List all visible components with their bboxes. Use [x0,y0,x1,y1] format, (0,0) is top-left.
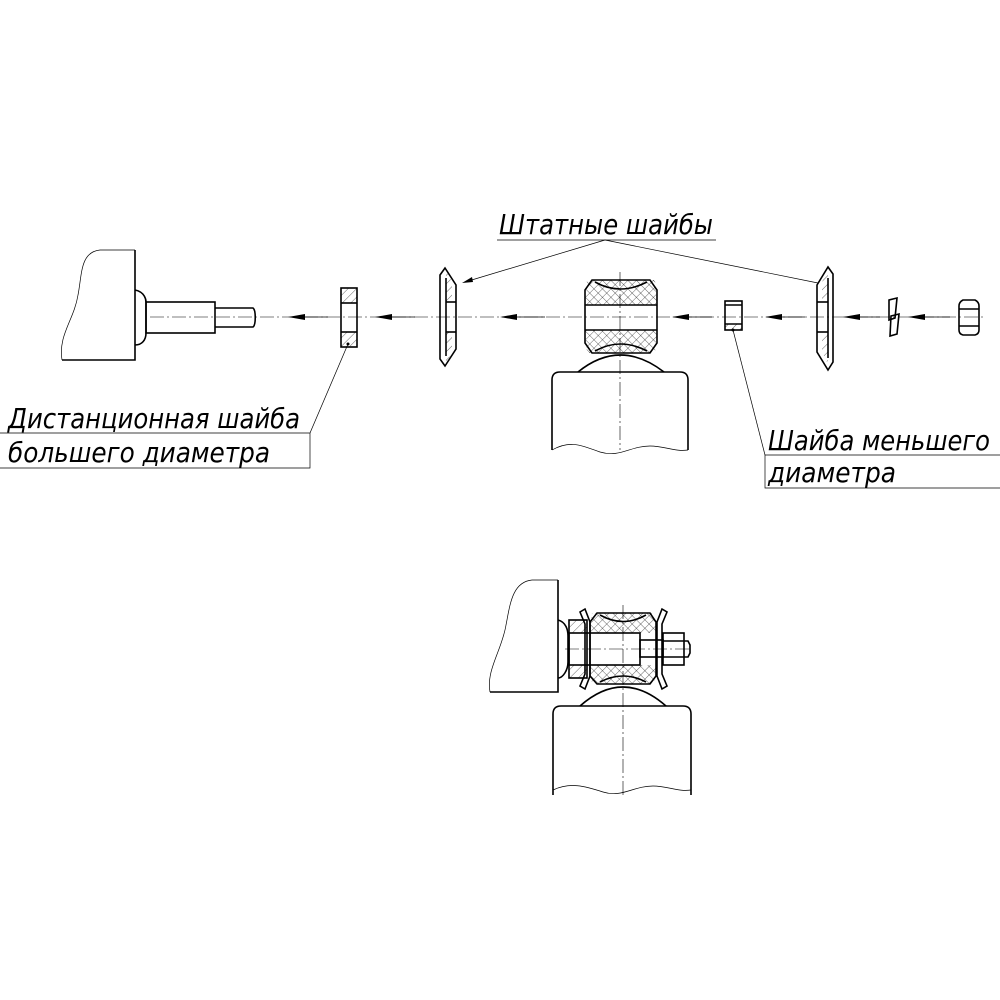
label-text-line2: диаметра [767,456,896,489]
label-text-line1: Шайба меньшего [768,424,990,457]
spacer-washer-large [340,287,358,348]
small-washer [724,300,743,331]
label-text-line1: Дистанционная шайба [6,402,300,435]
bracket-with-stud [61,249,257,361]
label-standard-washers: Штатные шайбы [462,208,819,284]
label-spacer-washer: Дистанционная шайба большего диаметра [0,342,350,469]
assembled-view [489,579,692,795]
lower-block [551,354,689,454]
rubber-bushing [584,279,658,354]
assembly-arrows [288,314,950,320]
label-small-washer: Шайба меньшего диаметра [731,328,1000,489]
label-text: Штатные шайбы [499,208,713,241]
label-text-line2: большего диаметра [8,436,270,469]
standard-washer-left [439,266,457,368]
nut [958,299,980,336]
standard-washer-right [816,265,834,372]
spring-washer [888,296,900,338]
